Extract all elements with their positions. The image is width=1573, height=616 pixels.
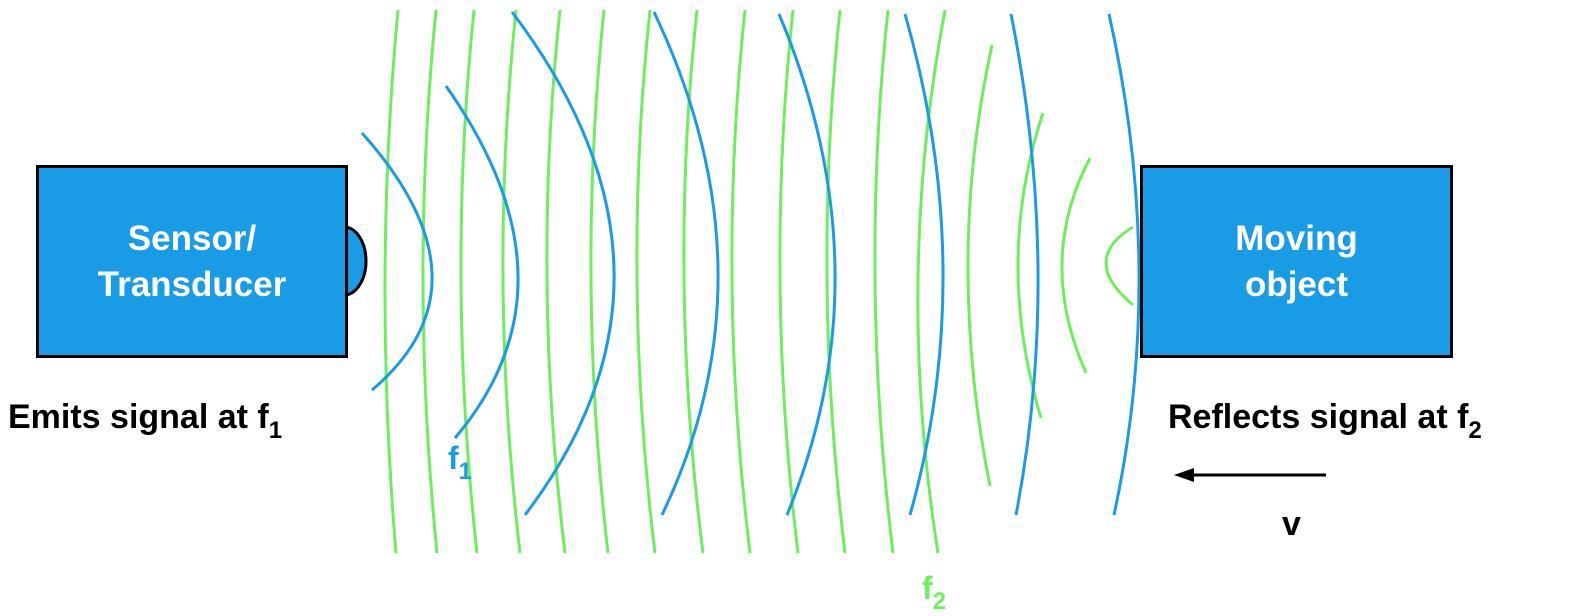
emitted-wavefronts <box>360 11 1141 516</box>
reflected-wavefront-10 <box>682 9 705 554</box>
reflected-wavefront-6 <box>873 9 895 554</box>
reflected-wavefront-4 <box>966 44 994 487</box>
sensor-transducer-box: Sensor/ Transducer <box>36 165 348 358</box>
object-label-line2: object <box>1244 264 1349 304</box>
reflects-signal-caption: Reflects signal at f2 <box>1168 398 1482 445</box>
velocity-arrow <box>1174 468 1326 482</box>
reflected-wavefronts <box>383 9 1134 554</box>
reflected-wavefront-2 <box>1060 157 1092 374</box>
emitted-wavefront-4 <box>652 11 720 516</box>
reflects-signal-subscript: 2 <box>1468 417 1482 444</box>
reflected-wavefront-7 <box>825 9 847 554</box>
moving-object-box: Moving object <box>1140 165 1453 358</box>
reflected-frequency-label: f2 <box>922 570 946 616</box>
emits-signal-text: Emits signal at f <box>8 398 269 436</box>
object-label-line1: Moving <box>1235 218 1358 258</box>
reflected-wavefront-16 <box>421 9 439 554</box>
velocity-label: v <box>1282 505 1301 543</box>
sensor-label-line1: Sensor/ <box>127 218 257 258</box>
reflects-signal-text: Reflects signal at f <box>1168 398 1469 436</box>
emits-signal-caption: Emits signal at f1 <box>8 398 282 445</box>
reflected-wavefront-5 <box>916 9 947 554</box>
sensor-label-line2: Transducer <box>97 264 287 304</box>
reflected-wavefront-9 <box>730 9 752 554</box>
emitted-wavefront-7 <box>1009 13 1040 516</box>
emitted-frequency-subscript: 1 <box>458 458 473 485</box>
reflected-wavefront-17 <box>383 9 400 554</box>
reflected-frequency-subscript: 2 <box>932 588 947 615</box>
emitted-wavefront-1 <box>360 132 434 392</box>
emitted-frequency-label: f1 <box>448 440 472 486</box>
emitted-wavefront-3 <box>510 11 616 516</box>
emitted-frequency-text: f <box>448 440 459 476</box>
reflected-wavefront-13 <box>545 9 567 554</box>
emits-signal-subscript: 1 <box>268 417 283 444</box>
emitted-wavefront-5 <box>777 13 837 516</box>
reflected-wavefront-1 <box>1104 225 1134 307</box>
reflected-wavefront-8 <box>778 9 800 554</box>
reflected-frequency-text: f <box>922 570 933 606</box>
emitted-wavefront-2 <box>444 85 520 439</box>
reflected-wavefront-11 <box>635 9 657 554</box>
reflected-wavefront-15 <box>459 9 479 554</box>
reflected-wavefront-14 <box>501 9 522 554</box>
emitted-wavefront-8 <box>1107 13 1141 516</box>
reflected-wavefront-12 <box>589 9 610 554</box>
emitted-wavefront-6 <box>903 13 945 516</box>
